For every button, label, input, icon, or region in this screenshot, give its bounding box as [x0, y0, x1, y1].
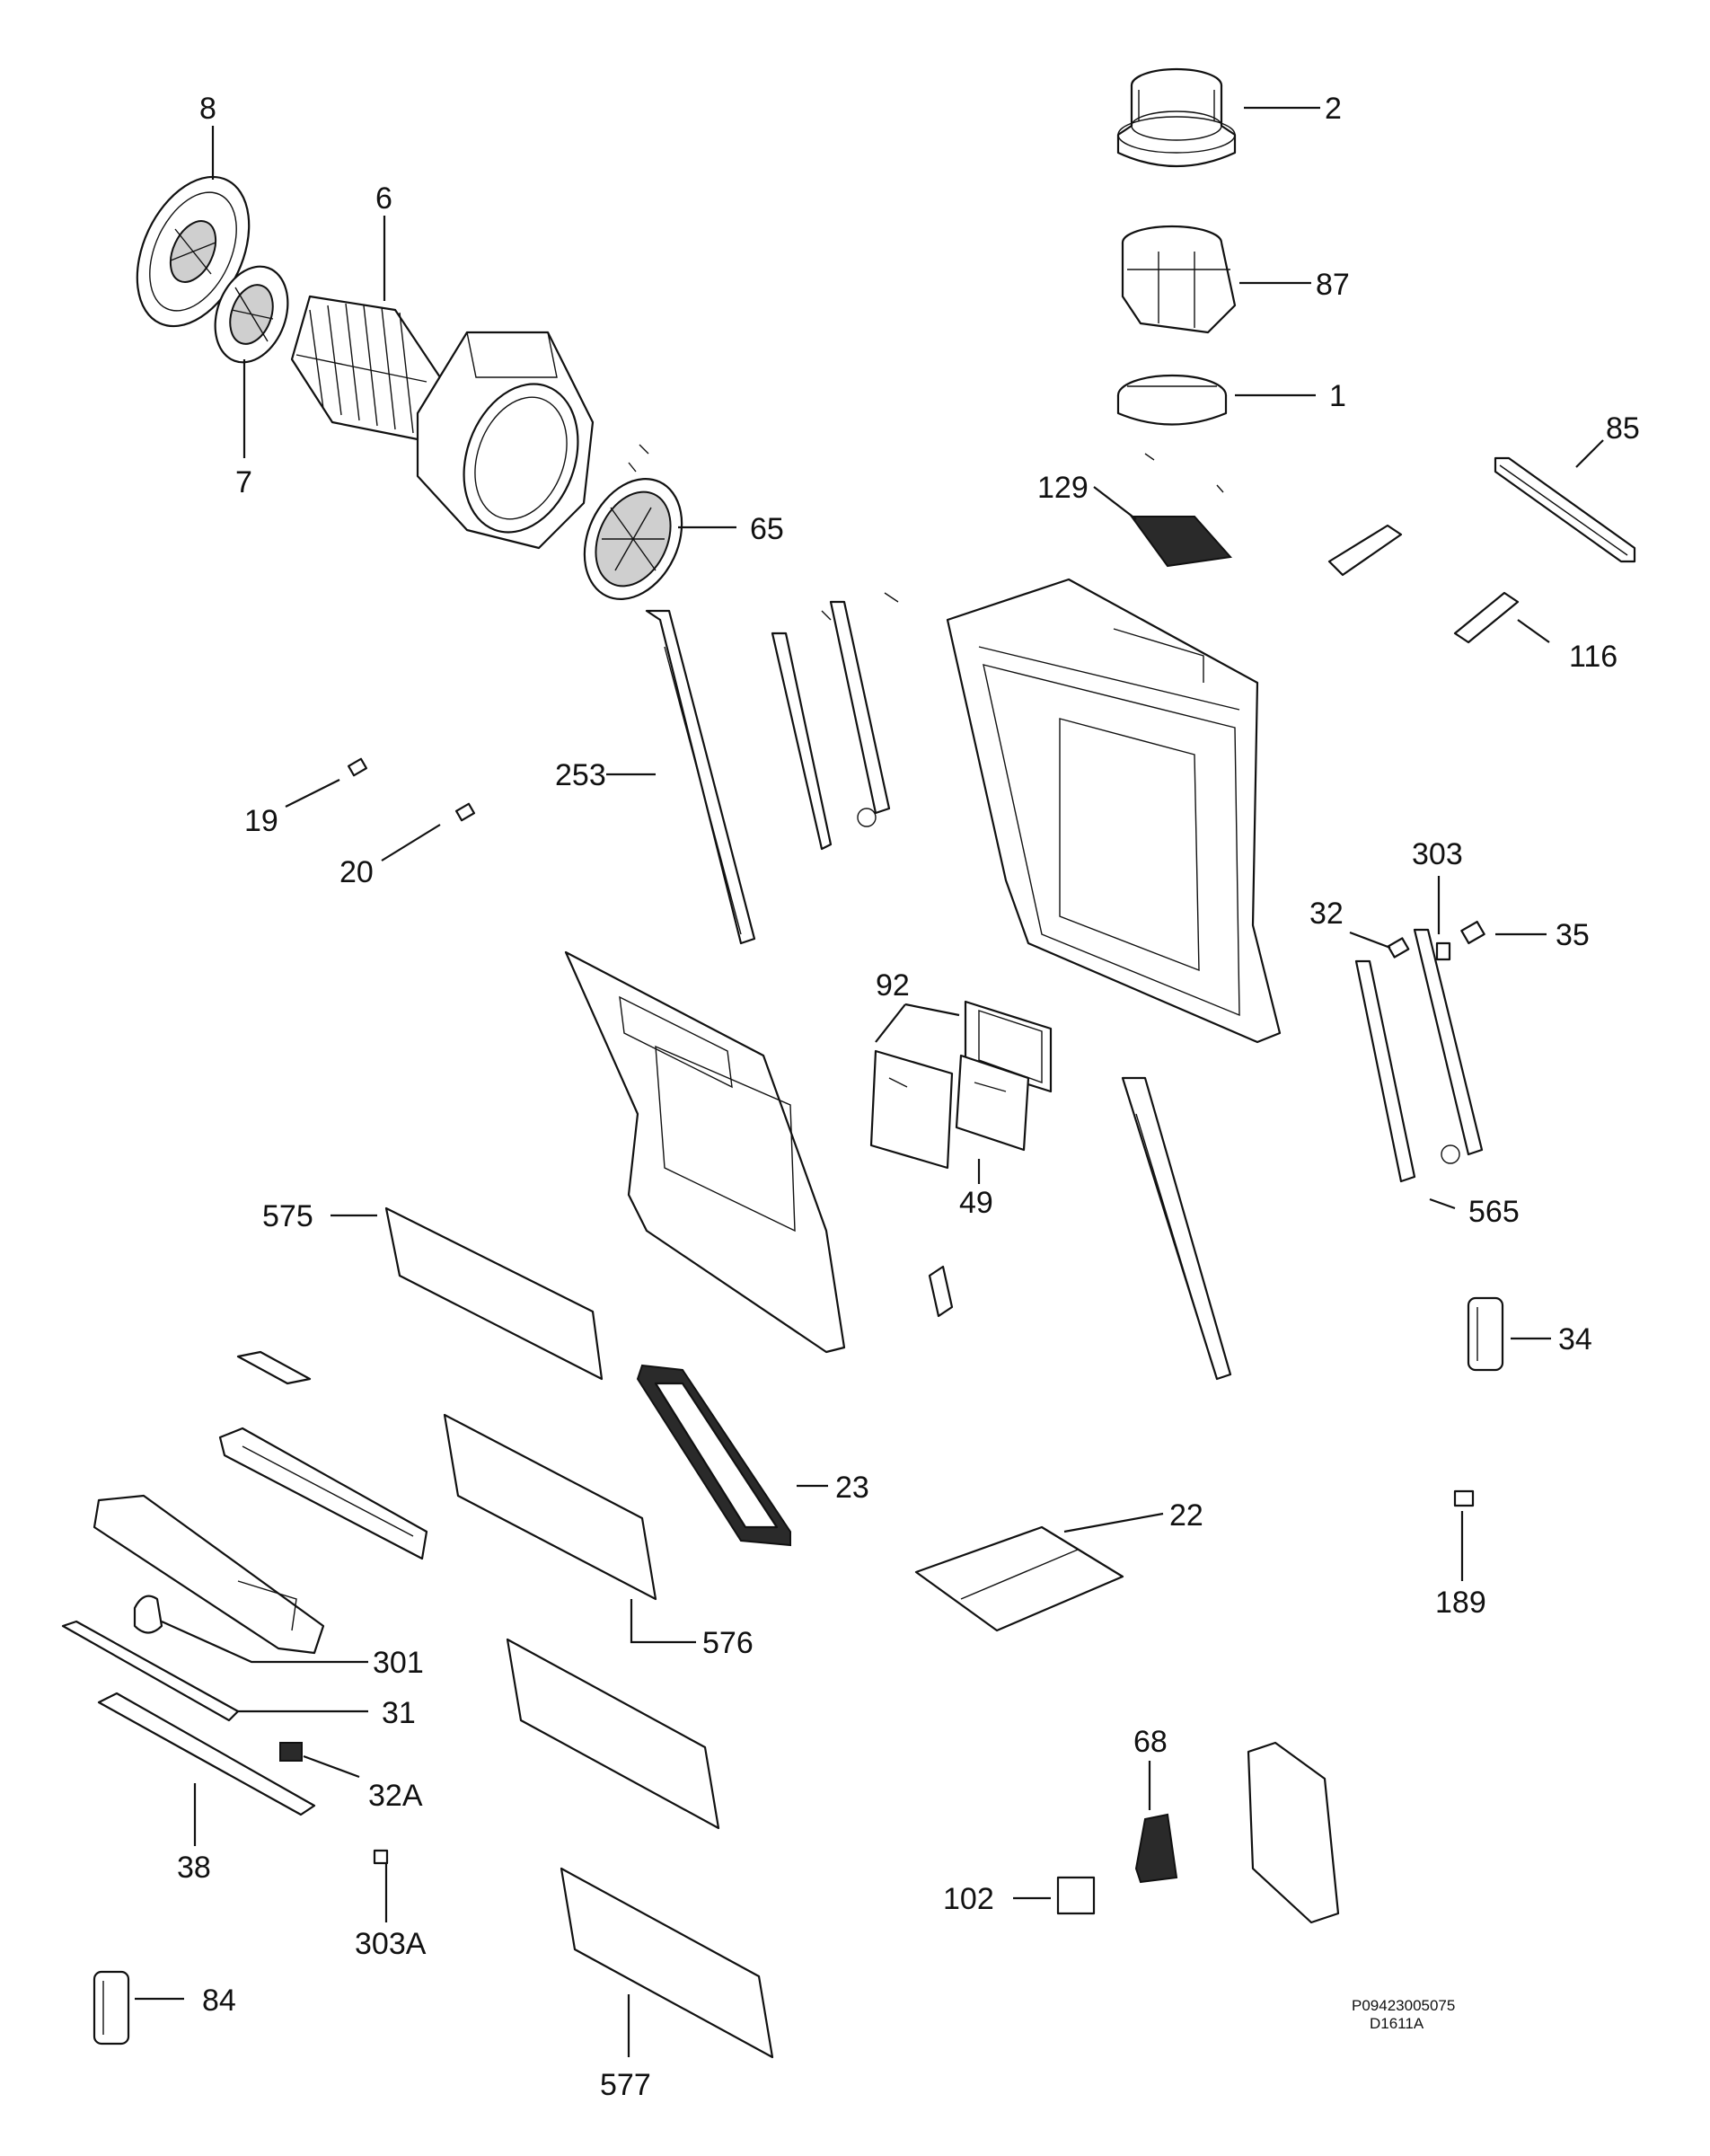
- callout-92: 92: [876, 968, 910, 1003]
- part-577-panel: [560, 1867, 774, 2059]
- bracket-upper: [1327, 524, 1403, 577]
- callout-2: 2: [1325, 92, 1342, 126]
- drawing-code: P09423005075 D1611A: [1352, 1997, 1455, 2032]
- leader-lines: [135, 106, 1604, 2057]
- part-32-connector: [1387, 937, 1410, 959]
- part-38-plate: [97, 1692, 316, 1816]
- callout-7: 7: [235, 465, 252, 499]
- lower-long-strip: [1121, 1076, 1232, 1381]
- callout-19: 19: [244, 804, 278, 838]
- part-303-bracket: [1435, 941, 1451, 961]
- part-19-clip: [347, 757, 368, 777]
- part-31-light-tube: [61, 1620, 240, 1722]
- chimney-panel-upper: [564, 950, 846, 1354]
- drawing-number: P09423005075: [1352, 1997, 1455, 2014]
- part-65-grille: [583, 478, 683, 600]
- part-6-fan-wheel: [290, 295, 442, 442]
- small-plate: [236, 1350, 312, 1385]
- part-2-collar: [1116, 67, 1237, 168]
- part-7-motor: [214, 265, 289, 364]
- part-49-board: [869, 1049, 1030, 1170]
- part-129-filter-insert: [1130, 516, 1232, 568]
- callout-116: 116: [1569, 640, 1617, 674]
- callout-8: 8: [199, 92, 216, 126]
- part-102-box: [1056, 1876, 1096, 1915]
- part-87-damper: [1121, 225, 1237, 334]
- callout-87: 87: [1316, 268, 1350, 302]
- callout-301: 301: [373, 1646, 424, 1680]
- callout-labels: 8 6 7 2 87 1 85 129 116 65 253 19 20 303…: [177, 92, 1640, 2102]
- main-hood-body: [946, 578, 1282, 1044]
- callout-32: 32: [1309, 897, 1344, 931]
- part-8-motor-plate: [136, 175, 251, 328]
- panel-mid: [506, 1638, 720, 1830]
- mounting-plate-right: [1247, 1741, 1340, 1924]
- callout-303: 303: [1412, 837, 1463, 871]
- part-576-panel: [443, 1413, 657, 1601]
- part-35-clip: [1460, 920, 1485, 945]
- part-23-grease-filter: [636, 1364, 791, 1547]
- callout-85: 85: [1606, 411, 1640, 446]
- part-84-end-cap: [93, 1970, 130, 2046]
- callout-23: 23: [835, 1471, 869, 1505]
- callout-22: 22: [1169, 1498, 1203, 1533]
- callout-84: 84: [202, 1984, 236, 2018]
- part-303A-clip: [373, 1849, 389, 1865]
- part-253-strip: [645, 609, 756, 945]
- callout-102: 102: [943, 1882, 994, 1916]
- callout-49: 49: [959, 1186, 993, 1220]
- part-301-holder: [133, 1595, 163, 1634]
- callout-575: 575: [262, 1199, 313, 1233]
- callout-38: 38: [177, 1851, 211, 1885]
- callout-576: 576: [702, 1626, 754, 1660]
- light-rail-left: [771, 592, 899, 851]
- part-189-knob: [1453, 1489, 1475, 1507]
- part-85-rail: [1494, 456, 1636, 563]
- callout-34: 34: [1558, 1322, 1592, 1356]
- callout-577: 577: [600, 2068, 651, 2102]
- callout-20: 20: [339, 855, 374, 889]
- part-20-clip: [454, 802, 476, 822]
- part-22-board: [914, 1525, 1124, 1632]
- part-1-ring: [1116, 374, 1228, 426]
- callout-6: 6: [375, 181, 392, 216]
- callout-65: 65: [750, 512, 784, 546]
- drawing-revision: D1611A: [1370, 2015, 1424, 2032]
- callout-565: 565: [1468, 1195, 1520, 1229]
- lighting-frame: [218, 1427, 428, 1560]
- control-housing: [93, 1494, 325, 1655]
- side-rail-right: [1354, 928, 1484, 1183]
- fan-housing: [416, 331, 595, 550]
- callout-35: 35: [1556, 918, 1590, 952]
- part-34-end-cap: [1467, 1296, 1504, 1372]
- part-68-bracket: [1134, 1813, 1178, 1884]
- callout-303A: 303A: [355, 1927, 427, 1961]
- part-32A-connector: [279, 1742, 303, 1762]
- callout-31: 31: [382, 1696, 416, 1730]
- callout-32A: 32A: [368, 1779, 423, 1813]
- callout-189: 189: [1435, 1586, 1486, 1620]
- callout-129: 129: [1037, 471, 1089, 505]
- callout-253: 253: [555, 758, 606, 792]
- part-116-bracket: [1453, 591, 1520, 644]
- callout-68: 68: [1133, 1725, 1168, 1759]
- callout-1: 1: [1329, 379, 1346, 413]
- part-575-panel: [384, 1206, 604, 1381]
